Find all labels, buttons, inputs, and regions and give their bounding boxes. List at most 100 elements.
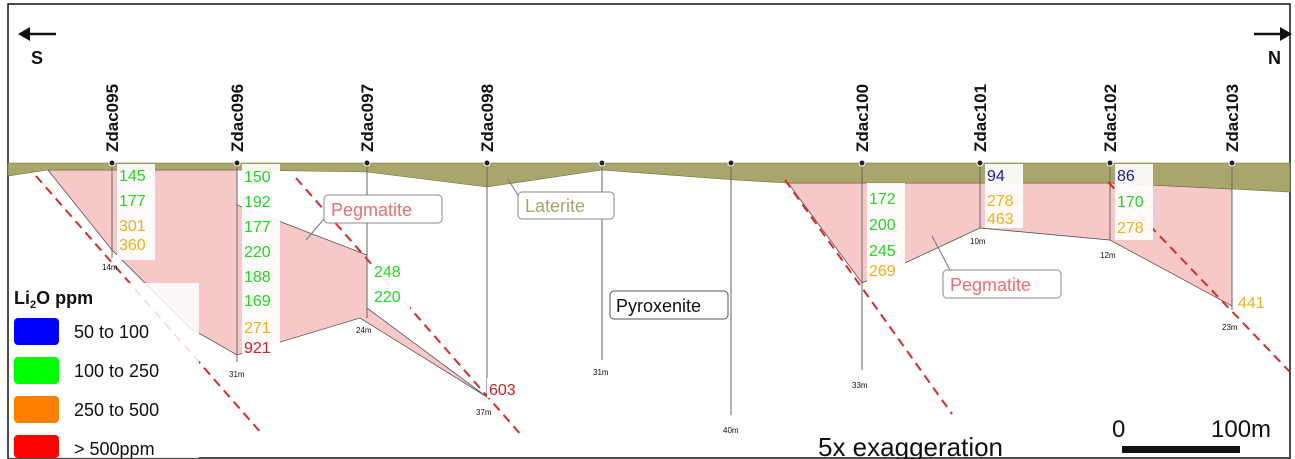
scale-bar-line xyxy=(1122,446,1240,453)
assay-value: 220 xyxy=(374,289,401,306)
assay-value: 177 xyxy=(244,219,271,236)
hole-label-zdac102: Zdac102 xyxy=(1101,84,1120,152)
depth-label-zdac096: 31m xyxy=(229,370,245,379)
pyroxenite-label-box xyxy=(609,290,729,320)
pegmatite-label-1: Pegmatite xyxy=(331,200,412,220)
assay-value: 86 xyxy=(1117,168,1135,185)
depth-label-unlabeled-1: 31m xyxy=(593,368,609,377)
assay-value: 172 xyxy=(869,191,896,208)
depth-label-zdac102: 12m xyxy=(1100,251,1116,260)
depth-label-zdac098: 37m xyxy=(476,408,492,417)
scale-bar: 0 100m xyxy=(1112,416,1271,453)
collar-zdac102 xyxy=(1106,159,1114,167)
assays: 145 177 301 360 150 192 177 220 188 169 … xyxy=(119,168,1265,399)
assay-value: 188 xyxy=(244,269,271,286)
laterite-label: Laterite xyxy=(525,196,585,216)
pegmatite-label-box-1 xyxy=(323,194,443,224)
north-arrow: N xyxy=(1254,27,1292,68)
legend-label: > 500ppm xyxy=(74,439,155,459)
hole-label-zdac098: Zdac098 xyxy=(478,84,497,152)
collar-unlabeled-1 xyxy=(598,159,606,167)
leader-pegmatite-2 xyxy=(931,235,952,273)
collar-zdac096 xyxy=(233,159,241,167)
assays-zdac101: 94 278 463 xyxy=(987,168,1014,228)
collar-markers xyxy=(108,159,1236,167)
pyroxenite-label: Pyroxenite xyxy=(616,296,701,316)
collar-zdac103 xyxy=(1228,159,1236,167)
depth-labels: 14m 31m 24m 37m 31m 40m 33m 10m 12m 23m xyxy=(102,237,1238,435)
collar-zdac097 xyxy=(363,159,371,167)
fault-line-3 xyxy=(784,179,953,415)
north-label: N xyxy=(1268,48,1281,68)
legend-swatch-red xyxy=(14,435,59,458)
assays-zdac102: 86 170 278 xyxy=(1117,168,1144,237)
assay-value: 269 xyxy=(869,263,896,280)
legend-title: Li2O ppm xyxy=(14,288,93,311)
legend-swatch-green xyxy=(14,357,59,384)
assays-zdac097: 248 220 xyxy=(374,264,401,306)
collar-zdac095 xyxy=(108,159,116,167)
collar-zdac100 xyxy=(858,159,866,167)
assay-value: 278 xyxy=(987,193,1014,210)
hole-label-zdac097: Zdac097 xyxy=(358,84,377,152)
depth-label-zdac100: 33m xyxy=(852,381,868,390)
collar-unlabeled-2 xyxy=(727,159,735,167)
assay-value: 200 xyxy=(869,217,896,234)
legend-swatch-orange xyxy=(14,396,59,423)
depth-label-unlabeled-2: 40m xyxy=(723,426,739,435)
hole-label-zdac101: Zdac101 xyxy=(971,84,990,152)
arrow-right-icon xyxy=(1280,27,1292,41)
assay-value: 192 xyxy=(244,194,271,211)
collar-zdac098 xyxy=(483,159,491,167)
hole-label-zdac100: Zdac100 xyxy=(853,84,872,152)
assay-value: 278 xyxy=(1117,220,1144,237)
assay-backgrounds xyxy=(117,164,1268,398)
legend-swatch-blue xyxy=(14,318,59,345)
arrow-left-icon xyxy=(18,27,30,41)
laterite-label-box xyxy=(517,191,615,220)
hole-label-zdac095: Zdac095 xyxy=(103,84,122,152)
scale-end: 100m xyxy=(1211,416,1271,443)
assay-value: 169 xyxy=(244,293,271,310)
assay-value: 145 xyxy=(119,168,146,185)
assay-value: 441 xyxy=(1238,295,1265,312)
legend-label: 100 to 250 xyxy=(74,361,159,381)
assay-value: 170 xyxy=(1117,194,1144,211)
hole-labels: Zdac095 Zdac096 Zdac097 Zdac098 Zdac100 … xyxy=(103,84,1242,152)
assay-value: 220 xyxy=(244,244,271,261)
laterite-band xyxy=(7,162,1291,193)
assays-zdac096: 150 192 177 220 188 169 271 921 xyxy=(244,169,271,357)
hole-label-zdac096: Zdac096 xyxy=(228,84,247,152)
assay-value: 921 xyxy=(244,340,271,357)
assay-value: 301 xyxy=(119,218,146,235)
exaggeration-note: 5x exaggeration xyxy=(818,432,1003,459)
depth-label-zdac101: 10m xyxy=(970,237,986,246)
assay-value: 271 xyxy=(244,320,271,337)
assay-value: 245 xyxy=(869,243,896,260)
assays-zdac100: 172 200 245 269 xyxy=(869,191,896,280)
depth-label-zdac097: 24m xyxy=(356,326,372,335)
pegmatite-label-box-2 xyxy=(942,269,1062,299)
drill-holes xyxy=(111,163,1233,415)
assay-value: 177 xyxy=(119,193,146,210)
depth-label-zdac095: 14m xyxy=(102,263,118,272)
assays-zdac095: 145 177 301 360 xyxy=(119,168,146,254)
legend-label: 250 to 500 xyxy=(74,400,159,420)
assay-value: 463 xyxy=(987,211,1014,228)
assay-value: 94 xyxy=(987,168,1005,185)
assay-value: 360 xyxy=(119,237,146,254)
assay-value: 603 xyxy=(489,382,516,399)
assays-zdac103: 441 xyxy=(1238,295,1265,312)
pegmatite-label-2: Pegmatite xyxy=(950,275,1031,295)
collar-zdac101 xyxy=(976,159,984,167)
south-label: S xyxy=(31,48,43,68)
legend: Li2O ppm 50 to 100 100 to 250 250 to 500… xyxy=(9,283,199,459)
assay-value: 150 xyxy=(244,169,271,186)
depth-label-zdac103: 23m xyxy=(1222,323,1238,332)
south-arrow: S xyxy=(18,27,56,68)
unit-labels: Pegmatite Laterite Pyroxenite Pegmatite xyxy=(305,178,1062,320)
scale-zero: 0 xyxy=(1112,416,1125,443)
assays-zdac098: 603 xyxy=(489,382,516,399)
assay-value: 248 xyxy=(374,264,401,281)
